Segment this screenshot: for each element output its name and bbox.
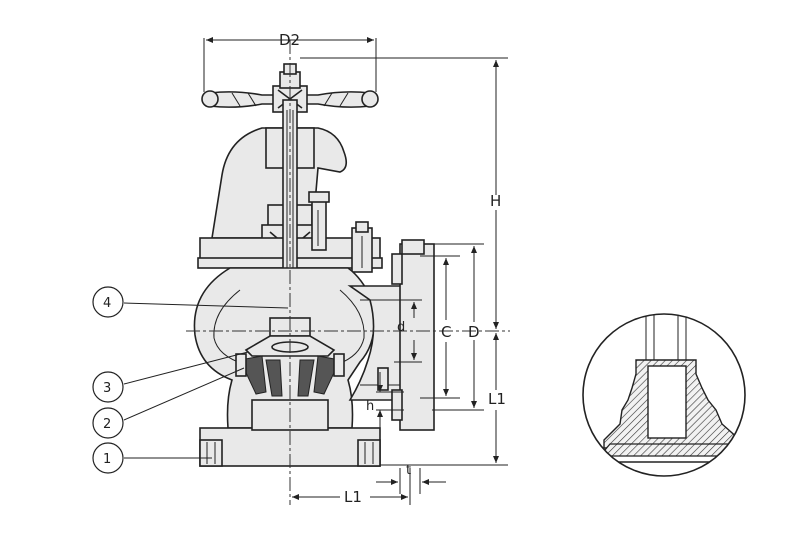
dim-label-t: t [406, 463, 411, 478]
callout-1: 1 [92, 442, 212, 474]
dim-label-l1-right: L1 [488, 390, 506, 408]
callout-2-label: 2 [103, 417, 111, 432]
dim-label-l1-bottom: L1 [344, 488, 362, 506]
dim-label-d2: D2 [279, 31, 300, 49]
callout-4-label: 4 [103, 296, 111, 311]
dim-label-h: H [490, 192, 501, 210]
callout-2: 2 [92, 367, 245, 439]
centerlines [186, 40, 510, 505]
dim-label-c: C [441, 323, 451, 341]
dimension-lines [203, 37, 508, 505]
callout-1-label: 1 [103, 452, 111, 467]
callout-4: 4 [92, 286, 289, 318]
dim-label-d-small: d [397, 320, 405, 335]
dim-label-h-small: h [366, 399, 374, 414]
seat-detail-view [582, 313, 746, 477]
dim-label-d-big: D [468, 323, 480, 341]
callout-3-label: 3 [103, 381, 111, 396]
callout-3: 3 [92, 351, 249, 403]
